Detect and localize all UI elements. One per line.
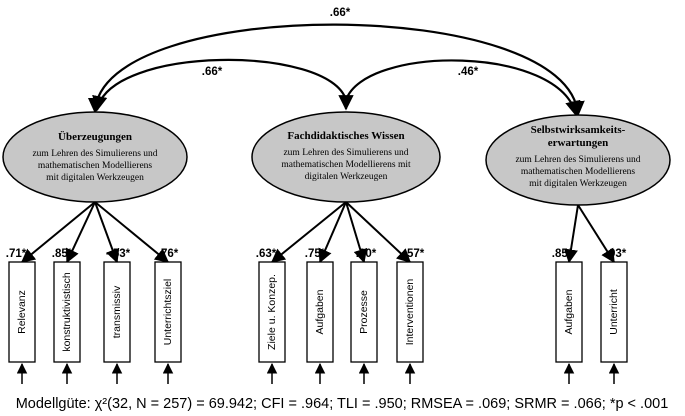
indicator-label: Prozesse <box>358 290 370 334</box>
indicator-box <box>258 261 286 363</box>
loading-arrow <box>94 201 170 263</box>
loading-label: .85* <box>52 248 73 260</box>
indicator-label: Interventionen <box>404 279 416 346</box>
indicator-box <box>103 261 131 363</box>
loading-label: .71* <box>6 248 27 260</box>
loading-label: .75* <box>305 248 326 260</box>
latent-subtitle-line: zum Lehren des Simulierens und <box>32 149 157 159</box>
latent-title: Überzeugungen <box>58 130 132 143</box>
loading-arrow <box>65 201 96 264</box>
latent-ueberzeugungen: Überzeugungen zum Lehren des Simulierens… <box>2 111 188 203</box>
latent-subtitle-line: mathematischen Modellierens <box>521 167 636 177</box>
loading-arrow <box>318 201 347 264</box>
indicator-label: konstruktivistisch <box>61 272 73 352</box>
indicator-label: Unterricht <box>608 289 620 335</box>
latent-title: Fachdidaktisches Wissen <box>287 130 404 142</box>
correlation-right-label: .46* <box>458 66 479 78</box>
latent-selbstwirksamkeitserwartungen: Selbstwirksamkeits- erwartungen zum Lehr… <box>485 114 671 206</box>
latent-subtitle-line: digitalen Werkzeugen <box>305 172 388 182</box>
correlation-arc-outer <box>87 23 585 117</box>
loading-label: .76* <box>158 248 179 260</box>
latent-subtitle-line: mit digitalen Werkzeugen <box>46 173 144 183</box>
loading-arrow <box>20 201 96 263</box>
loading-arrow <box>345 201 412 263</box>
loading-label: .80* <box>356 248 377 260</box>
indicator-box <box>154 261 182 363</box>
indicator-label: Aufgaben <box>563 289 575 334</box>
indicator-label: transmissiv <box>111 285 123 338</box>
loading-arrow <box>94 201 120 264</box>
correlation-outer-label: .66* <box>330 7 351 19</box>
loading-label: -.53* <box>106 248 131 260</box>
indicator-group: Relevanz .71* konstruktivistisch .85* transm… <box>6 201 628 384</box>
loading-arrow <box>577 204 615 264</box>
correlation-arc-left <box>92 58 348 112</box>
loading-label: .63* <box>256 248 277 260</box>
correlation-arc-right <box>344 59 581 117</box>
latent-subtitle-line: mathematischen Modellierens mit <box>281 160 411 170</box>
latent-subtitle-line: mit digitalen Werkzeugen <box>529 179 627 189</box>
loading-label: .85* <box>552 248 573 260</box>
loading-arrow <box>270 201 347 263</box>
indicator-box <box>306 261 334 363</box>
latent-subtitle-line: zum Lehren des Simulierens und <box>515 155 640 165</box>
loading-arrow <box>564 204 579 264</box>
indicator-box <box>53 261 81 363</box>
latent-title: Selbstwirksamkeits- <box>531 124 626 136</box>
indicator-box <box>8 261 36 363</box>
latent-title: erwartungen <box>548 137 609 149</box>
correlation-left-label: .66* <box>202 66 223 78</box>
indicator-label: Aufgaben <box>314 289 326 334</box>
loading-label: .57* <box>404 248 425 260</box>
latent-subtitle-line: mathematischen Modellierens <box>38 161 153 171</box>
loading-arrow <box>345 201 368 264</box>
model-fit-footer: Modellgüte: χ²(32, N = 257) = 69.942; CF… <box>16 396 669 412</box>
indicator-box <box>555 261 583 363</box>
indicator-box <box>600 261 628 363</box>
indicator-label: Relevanz <box>16 290 28 334</box>
loading-label: .93* <box>606 248 627 260</box>
indicator-label: Ziele u. Konzep. <box>266 274 278 350</box>
latent-fachdidaktisches-wissen: Fachdidaktisches Wissen zum Lehren des S… <box>251 111 441 203</box>
indicator-box <box>350 261 378 363</box>
indicator-box <box>396 261 424 363</box>
latent-subtitle-line: zum Lehren des Simulierens und <box>283 148 408 158</box>
indicator-label: Unterrichtsziel <box>162 279 174 346</box>
